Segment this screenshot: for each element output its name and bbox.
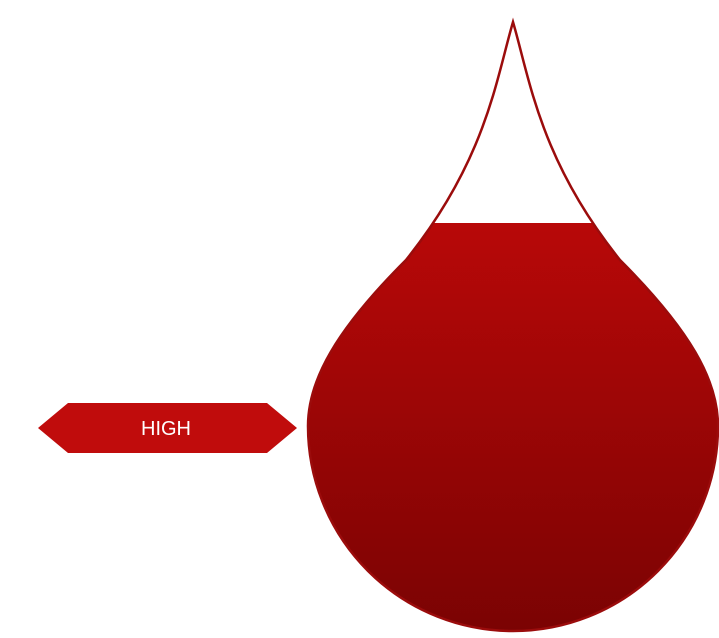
drop-outline <box>306 17 719 633</box>
level-label: HIGH <box>38 403 297 453</box>
label-hexagon <box>38 403 297 453</box>
level-label-text: HIGH <box>141 418 191 440</box>
